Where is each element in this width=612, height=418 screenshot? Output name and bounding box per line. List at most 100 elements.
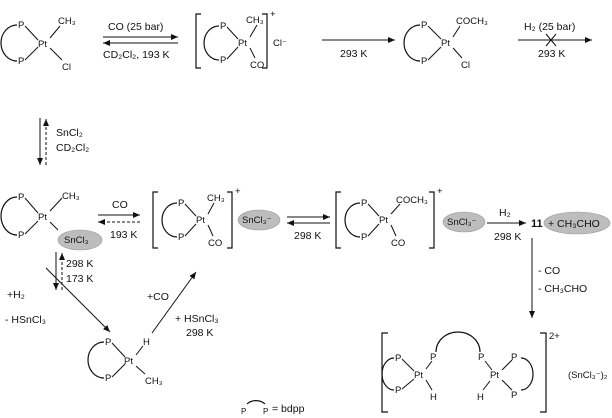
legend-bdpp: P P = bdpp [241,400,305,416]
charge-plus: + [437,186,443,197]
atom-p: P [241,407,246,416]
methyl-group: CH₃ [58,16,76,27]
stannate-highlight [442,211,486,233]
arrow-migratory-insertion: 293 K [322,37,395,60]
atom-p: P [18,20,24,31]
atom-p: P [511,390,517,401]
methyl-group: CH₃ [62,191,80,202]
condition-h2-pressure: H₂ (25 bar) [524,21,575,33]
counterion-stannate: (SnCl₃⁻)₂ [568,370,608,381]
carbonyl-group: CO [391,238,405,249]
atom-pt: Pt [441,38,450,49]
chloride-anion: Cl⁻ [273,38,287,49]
byproduct-minus-ch3cho: - CH₃CHO [538,283,587,295]
reagent-h2: H₂ [499,207,511,219]
charge-plus: + [270,9,276,20]
atom-p: P [430,352,436,363]
trichlorostannate-anion: SnCl₃⁻ [242,215,271,226]
charge-two-plus: 2+ [549,331,560,342]
equilibrium-arrow-co-addition: CO (25 bar) CD₂Cl₂, 193 K [103,21,178,61]
stannate-highlight [237,209,281,231]
atom-p: P [18,230,24,241]
trichlorostannate-anion: SnCl₃⁻ [447,217,476,228]
atom-p: P [395,353,401,364]
atom-p: P [178,232,184,243]
atom-cl: Cl [461,60,470,71]
complex-pt-methyl-carbonyl-stannate: P P Pt CH₃ CO + SnCl₃⁻ [152,186,281,249]
equilibrium-arrow-co-insertion-low-temp: CO 193 K [98,199,140,241]
atom-p: P [395,385,401,396]
condition-temp: 298 K [186,327,213,339]
equilibrium-arrow-insertion: 298 K [287,214,330,242]
atom-p: P [18,192,24,203]
atom-pt: Pt [490,370,499,381]
atom-p: P [18,56,24,67]
compound-number: 11 [531,218,543,230]
atom-p: P [361,198,367,209]
reagent-plus-h2: +H₂ [7,289,25,301]
complex-pt-acetyl-carbonyl-stannate: P P Pt COCH₃ CO + SnCl₃⁻ [335,186,486,249]
atom-pt: Pt [38,39,47,50]
arrow-carbonylation-stannylation: +CO + HSnCl₃ 298 K [147,271,219,339]
acetaldehyde-highlight [543,211,611,235]
atom-p: P [511,352,517,363]
atom-p: P [105,373,111,384]
complex-pt-methyl-chloride: P P Pt CH₃ Cl [0,16,76,73]
acetyl-group: COCH₃ [396,195,428,206]
hydride-ligand: H [477,392,484,403]
atom-p: P [178,198,184,209]
atom-pt: Pt [38,212,47,223]
hydride-ligand: H [430,392,437,403]
condition-solvent-temp: CD₂Cl₂, 193 K [103,49,170,61]
complex-pt-acetyl-chloride: P P Pt COCH₃ Cl [403,16,488,71]
reagent-co: CO [112,199,128,211]
charge-plus: + [235,186,241,197]
product-compound-11: 11 + CH₃CHO [531,211,611,235]
atom-cl: Cl [62,62,71,73]
acetyl-group: COCH₃ [456,16,488,27]
condition-temp: 173 K [66,273,93,285]
atom-pt: Pt [379,215,388,226]
methyl-group: CH₃ [145,376,163,387]
complex-pt-methyl-trichlorostannyl: P P Pt CH₃ SnCl₃ [0,191,103,251]
atom-p: P [220,55,226,66]
complex-diplatinum-dihydride: 2+ (SnCl₃⁻)₂ P P Pt P H P Pt H P P [381,331,608,413]
methyl-group: CH₃ [207,193,225,204]
reagent-plus-hsncl3: + HSnCl₃ [175,313,219,325]
arrow-no-reaction-hydrogen: H₂ (25 bar) 293 K [518,21,592,60]
condition-solvent: CD₂Cl₂ [56,142,89,154]
condition-temp: 293 K [340,48,367,60]
legend-bdpp-label: = bdpp [272,403,305,415]
condition-temp: 193 K [110,229,137,241]
atom-pt: Pt [414,370,423,381]
condition-co-pressure: CO (25 bar) [108,21,163,33]
condition-temp: 298 K [66,258,93,270]
trichlorostannyl-group: SnCl₃ [64,235,89,246]
complex-pt-methyl-carbonyl-cation: P P Pt CH₃ CO + Cl⁻ [195,9,287,71]
condition-temp: 293 K [538,48,565,60]
reagent-sncl2: SnCl₂ [56,127,83,139]
arrow-dimerization: - CO - CH₃CHO [529,238,587,318]
byproduct-minus-co: - CO [538,265,560,277]
atom-pt: Pt [238,38,247,49]
atom-p: P [220,21,226,32]
hydride-ligand: H [143,337,150,348]
arrow-hydrogenolysis: H₂ 298 K [487,207,526,243]
arrow-oxidative-addition-h2: 298 K 173 K +H₂ - HSnCl₃ [5,252,111,333]
byproduct-minus-hsncl3: - HSnCl₃ [5,314,46,326]
reagent-plus-co: +CO [147,291,169,303]
carbonyl-group: CO [250,60,264,71]
acetaldehyde-product: + CH₃CHO [548,218,600,230]
atom-p: P [478,352,484,363]
arrow-sncl2-addition: SnCl₂ CD₂Cl₂ [37,118,89,165]
condition-temp: 298 K [494,231,521,243]
stannyl-highlight [57,229,103,251]
atom-p: P [263,407,268,416]
atom-pt: Pt [196,215,205,226]
atom-pt: Pt [124,356,133,367]
atom-p: P [105,337,111,348]
atom-p: P [421,56,427,67]
atom-p: P [421,20,427,31]
complex-pt-hydride-methyl: P P Pt H CH₃ [87,337,163,387]
